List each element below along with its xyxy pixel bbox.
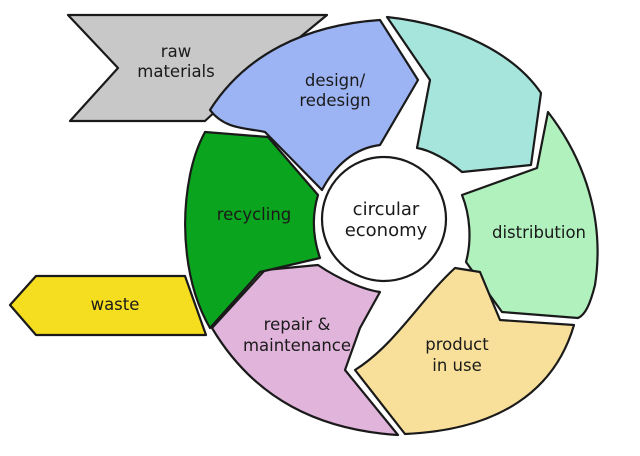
product-use-label-line2: in use	[432, 356, 482, 375]
segment-production	[385, 15, 543, 174]
center-circle	[320, 155, 448, 283]
design-label-line2: redesign	[299, 91, 370, 110]
segment-repair	[210, 263, 400, 437]
raw-materials-label-line2: materials	[137, 62, 214, 81]
segment-product-use	[353, 266, 576, 436]
waste-label: waste	[91, 295, 140, 314]
repair-label-line2: maintenance	[243, 336, 351, 355]
center-label-line2: economy	[345, 220, 428, 241]
center-label-line1: circular	[353, 199, 420, 220]
recycling-label: recycling	[217, 205, 292, 224]
raw-materials-arrow	[66, 13, 329, 123]
product-use-label-line1: product	[425, 335, 489, 354]
raw-materials-label-line1: raw	[161, 42, 191, 61]
repair-label-line1: repair &	[264, 315, 331, 334]
segment-recycling	[184, 130, 322, 330]
design-label-line1: design/	[305, 71, 366, 90]
segment-design	[208, 18, 420, 192]
segment-distribution	[460, 110, 599, 320]
waste-arrow	[8, 274, 208, 337]
distribution-label: distribution	[492, 223, 586, 242]
